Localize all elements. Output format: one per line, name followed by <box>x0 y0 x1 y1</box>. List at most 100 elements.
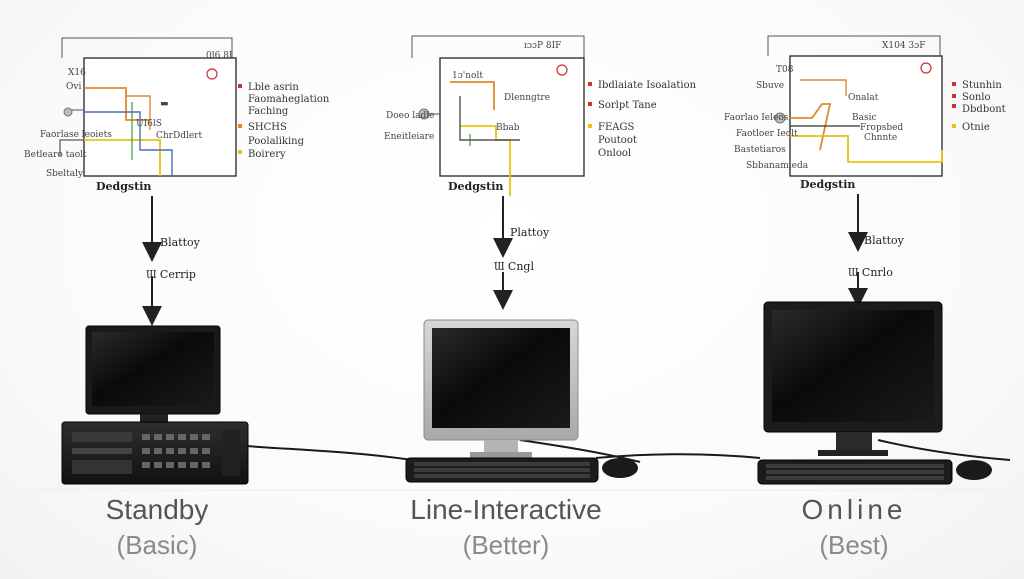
online-monitor-screen <box>772 310 934 422</box>
online-monitor-base <box>818 450 888 456</box>
line-interactive-mouse-icon <box>602 458 638 478</box>
line-interactive-diagram: ɪɔɔP 8IF Doeo ladle Eneitleiare 1ɔ'nolt … <box>384 35 697 310</box>
standby-inner-label: ▬ <box>160 99 169 109</box>
online-inner-label: Onalat <box>848 93 879 103</box>
standby-header: 0l6 8I <box>206 51 233 61</box>
standby-monitor-screen <box>92 332 214 406</box>
line-interactive-right-label: Ibdlaiate Isoalation <box>598 80 697 91</box>
line-interactive-monitor-stand <box>484 440 518 454</box>
standby-wire-blue <box>84 111 173 176</box>
standby-wire-orange-2 <box>126 95 151 130</box>
standby-left-label: Sbeltaly <box>46 169 84 179</box>
line-interactive-computer <box>405 319 638 483</box>
online-left-label: Faorlao Ieleos <box>724 113 789 123</box>
standby-inner-label: ChrDdlert <box>156 131 202 141</box>
online-keyboard-keys <box>766 464 944 480</box>
online-bullet <box>952 82 956 86</box>
online-computer <box>757 301 992 485</box>
cable <box>245 445 413 461</box>
standby-left-label: Betlearo taolt <box>24 150 87 160</box>
online-left-label: Faotloer Ieolt <box>736 129 798 139</box>
line-interactive-header: ɪɔɔP 8IF <box>524 41 561 51</box>
line-interactive-right-label: Onlool <box>598 148 631 159</box>
cable <box>595 453 761 459</box>
standby-ups-side <box>222 430 240 476</box>
line-interactive-arrow-label-top: Plattoy <box>510 226 550 239</box>
standby-right-label: Boirery <box>248 149 286 160</box>
standby-bullet <box>238 124 242 128</box>
online-wire-yellow <box>790 135 943 163</box>
line-interactive-left-label: Eneitleiare <box>384 132 434 142</box>
line-interactive-left-label: Doeo ladle <box>386 111 434 121</box>
line-interactive-inner-label: Bbab <box>496 123 520 133</box>
line-interactive-right-label: FEAGS <box>598 122 634 133</box>
online-bullet <box>952 124 956 128</box>
line-interactive-keyboard-keys <box>414 462 590 478</box>
online-diagram: X104 3ɔF T08 Sbuve Faorlao Ieleos Faotlo… <box>724 35 1006 308</box>
line-interactive-bullet <box>588 102 592 106</box>
standby-wire-orange <box>84 87 150 121</box>
online-bullet <box>952 94 956 98</box>
line-interactive-monitor-base <box>470 452 532 458</box>
standby-footer: Dedgstin <box>96 180 151 193</box>
line-interactive-bullet <box>588 82 592 86</box>
online-wire-orange <box>790 103 832 151</box>
standby-inner-label: UI6lS <box>136 119 162 129</box>
online-title: Online <box>801 494 907 525</box>
online-header: X104 3ɔF <box>882 41 925 51</box>
standby-right-label: Faomaheglation <box>248 94 330 105</box>
standby-ups-panel <box>72 460 132 474</box>
cable <box>877 439 1011 461</box>
standby-title: Standby <box>105 494 209 525</box>
standby-bullet <box>238 84 242 88</box>
standby-ups-panel <box>72 448 132 454</box>
online-left-label: Sbuve <box>756 81 784 91</box>
online-fuse-icon <box>920 62 932 74</box>
line-interactive-title: Line-Interactive <box>410 494 602 525</box>
line-interactive-footer: Dedgstin <box>448 180 503 193</box>
online-left-label: Sbbanamieda <box>746 161 809 171</box>
line-interactive-fuse-icon <box>556 64 568 76</box>
standby-subtitle: (Basic) <box>116 530 198 560</box>
line-interactive-arrow-label-bottom: Ɯ Cngl <box>494 260 534 273</box>
standby-right-label: SHCHS <box>248 122 287 133</box>
online-monitor-stand <box>836 432 872 452</box>
standby-right-label: Lble asrin <box>248 82 299 93</box>
online-inner-label: Fropsbed <box>860 123 903 133</box>
line-interactive-bullet <box>588 124 592 128</box>
standby-bullet <box>238 150 242 154</box>
standby-fuse-icon <box>206 68 218 80</box>
online-wire-orange-2 <box>800 79 847 96</box>
online-right-label: Dbdbont <box>962 104 1006 115</box>
standby-computer <box>61 325 249 485</box>
standby-wire-black <box>59 139 84 156</box>
line-interactive-inner-label: 1ɔ'nolt <box>452 71 483 81</box>
online-right-label: Otnie <box>962 122 990 133</box>
line-interactive-right-label: Sorlpt Tane <box>598 100 657 111</box>
standby-diagram: 0l6 8I X16 Ovi Faorlase leoiets Betlearo… <box>24 37 330 326</box>
online-mouse-icon <box>956 460 992 480</box>
line-interactive-frame <box>439 57 585 177</box>
standby-bracket <box>61 37 233 58</box>
standby-left-label: Ovi <box>66 82 81 92</box>
standby-arrow-label-top: Blattoy <box>160 236 201 249</box>
line-interactive-wire-orange <box>450 81 495 110</box>
online-left-label: Bastetiaros <box>734 145 786 155</box>
standby-input-terminal-icon <box>63 107 73 117</box>
online-right-label: Stunhin <box>962 80 1002 91</box>
online-right-label: Sonlo <box>962 92 991 103</box>
line-interactive-monitor-screen <box>432 328 570 428</box>
line-interactive-subtitle: (Better) <box>462 530 550 560</box>
online-inner-label: Basic <box>852 113 877 123</box>
online-footer: Dedgstin <box>800 178 855 191</box>
standby-arrow-label-bottom: Ɯ Cerrip <box>146 268 196 281</box>
line-interactive-bracket <box>411 35 585 58</box>
standby-ups-vents <box>142 434 210 468</box>
online-arrow-label-top: Blattoy <box>864 234 905 247</box>
online-input-terminal-icon <box>774 112 786 124</box>
online-left-label: T08 <box>776 65 794 75</box>
standby-wire-yellow <box>84 139 161 176</box>
online-bracket <box>767 35 941 56</box>
standby-left-label: X16 <box>68 68 86 78</box>
